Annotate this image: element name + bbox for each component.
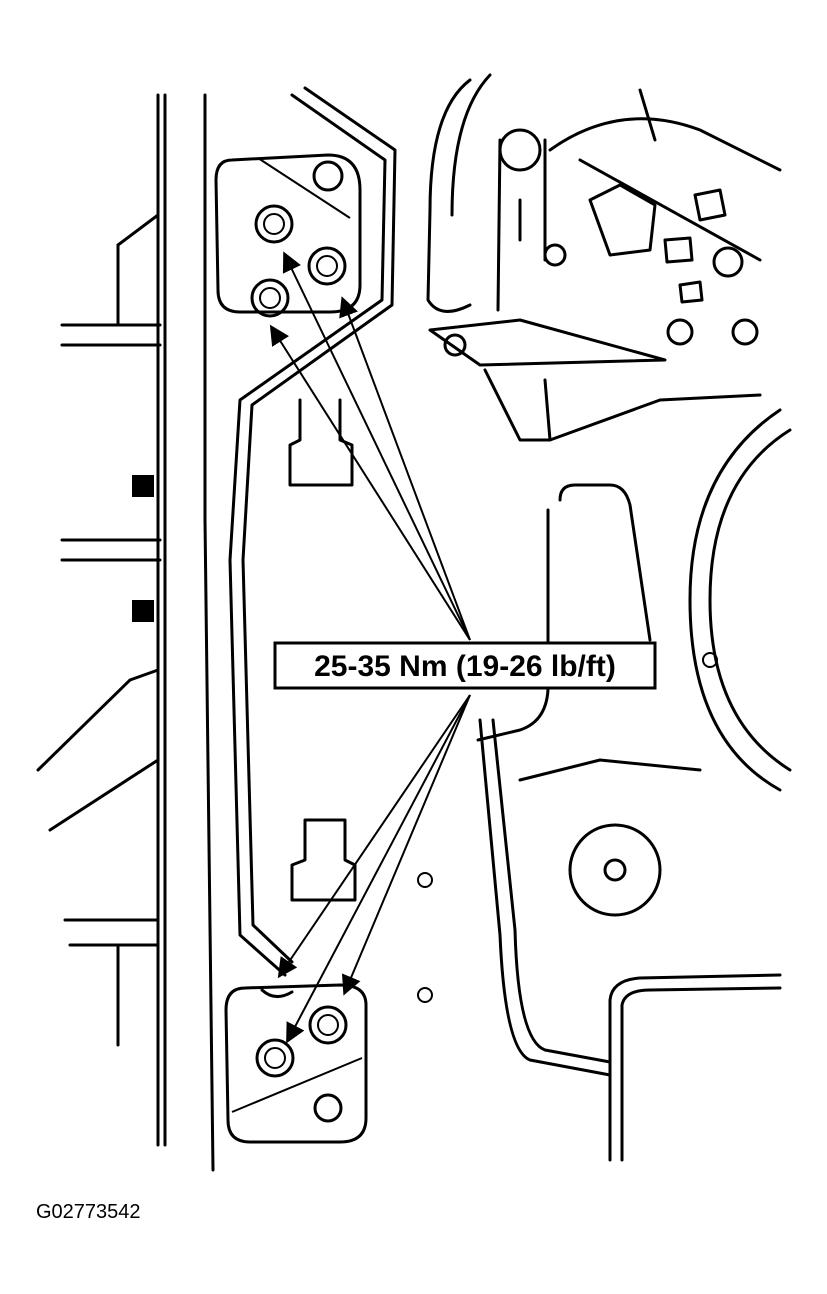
arrow-to-upper-bolt-1: [339, 296, 471, 641]
pillar-nut-upper: [132, 475, 154, 497]
upper-hinge: [214, 153, 362, 318]
upper-bolt-2: [307, 246, 347, 286]
arrow-to-upper-bolt-3: [269, 324, 471, 641]
arrow-to-lower-bolt-3: [341, 694, 471, 996]
lower-hinge: [224, 983, 368, 1144]
panel-grommet: [568, 823, 662, 917]
torque-callout-arrows: [269, 251, 471, 1044]
upper-bolt-3: [250, 278, 290, 318]
torque-label: 25-35 Nm (19-26 lb/ft): [314, 650, 616, 683]
figure-id: G02773542: [36, 1201, 141, 1223]
lower-bolt-1: [308, 1005, 348, 1045]
door-brackets: [288, 398, 433, 1003]
upper-bolt-1: [254, 204, 294, 244]
arrow-to-lower-bolt-2: [286, 694, 471, 1044]
torque-callout: 25-35 Nm (19-26 lb/ft): [273, 641, 657, 690]
door-edge: [203, 86, 397, 1172]
arrow-to-lower-bolt-1: [277, 694, 471, 979]
arrow-to-upper-bolt-2: [282, 251, 471, 641]
body-pillar: [36, 93, 167, 1147]
lock-mechanism: [426, 73, 782, 442]
inner-panel: [476, 408, 792, 1162]
pillar-nut-lower: [132, 600, 154, 622]
lower-bolt-2: [255, 1038, 295, 1078]
